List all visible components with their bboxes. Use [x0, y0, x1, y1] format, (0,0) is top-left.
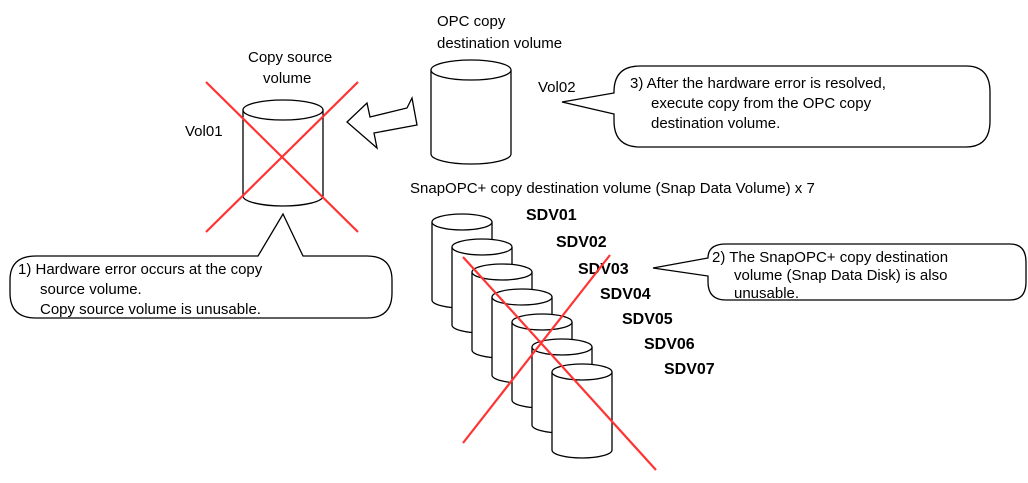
snap-cross-line-1	[462, 256, 657, 471]
callout-1-line3: Copy source volume is unusable.	[40, 301, 261, 318]
restore-arrow	[346, 95, 418, 150]
callout-2-line1: 2) The SnapOPC+ copy destination	[712, 249, 948, 266]
sdv-label: SDV02	[556, 234, 607, 251]
source-cross-line-2	[205, 81, 359, 233]
sdv-label: SDV07	[664, 361, 715, 378]
source-volume-title-line1: Copy source	[248, 49, 332, 66]
callout-2-line3: unusable.	[734, 285, 799, 302]
snap-cross-line-2	[462, 254, 611, 444]
sdv-label: SDV04	[600, 286, 651, 303]
callout-3-line2: execute copy from the OPC copy	[651, 95, 872, 112]
sdv-cylinder-top	[431, 213, 493, 231]
callout-3-line1: 3) After the hardware error is resolved,	[630, 75, 886, 92]
source-volume-cylinder	[242, 99, 324, 207]
snap-unusable-cross	[462, 254, 657, 471]
sdv-cylinder-top	[491, 288, 553, 306]
callout-1-line2: source volume.	[40, 281, 142, 298]
sdv-label: SDV03	[578, 261, 629, 278]
opc-volume-name: Vol02	[538, 79, 576, 96]
opc-volume-cylinder	[430, 59, 512, 165]
sdv-cylinder-body	[551, 372, 613, 459]
snap-heading: SnapOPC+ copy destination volume (Snap D…	[410, 180, 815, 197]
sdv-label: SDV05	[622, 311, 673, 328]
sdv-cylinder-top	[471, 263, 533, 281]
callout-2: 2) The SnapOPC+ copy destination volume …	[652, 243, 1027, 302]
sdv-cylinder-top	[451, 238, 513, 256]
callout-1-line1: 1) Hardware error occurs at the copy	[18, 261, 263, 278]
opc-volume-title-line1: OPC copy	[437, 13, 506, 30]
callout-3: 3) After the hardware error is resolved,…	[561, 65, 991, 148]
sdv-label: SDV06	[644, 336, 695, 353]
sdv-cylinder-top	[551, 363, 613, 381]
source-unusable-cross	[205, 81, 359, 233]
sdv-cylinder	[551, 363, 613, 459]
sdv-label: SDV01	[526, 207, 577, 224]
opc-volume-title-line2: destination volume	[437, 35, 562, 52]
source-volume-title-line2: volume	[263, 70, 311, 87]
callout-2-line2: volume (Snap Data Disk) is also	[734, 267, 947, 284]
sdv-cylinder-top	[531, 338, 593, 356]
source-volume-name: Vol01	[185, 123, 223, 140]
callout-1: 1) Hardware error occurs at the copy sou…	[9, 212, 393, 319]
callout-3-line3: destination volume.	[651, 115, 780, 132]
